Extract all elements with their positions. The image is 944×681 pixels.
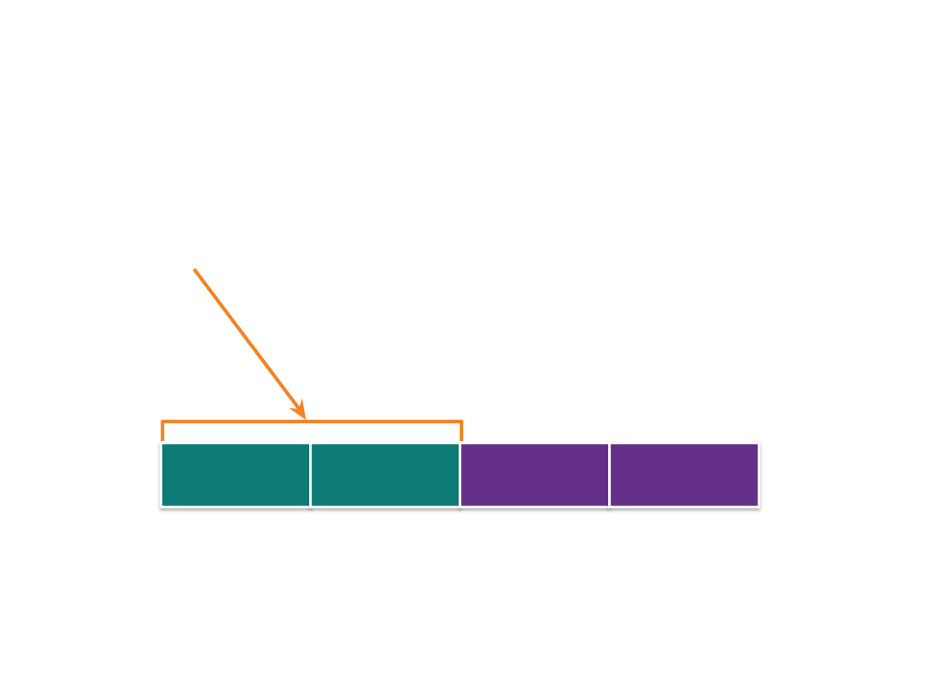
block-4	[608, 441, 761, 509]
arrow-head-icon	[289, 398, 306, 420]
block-2	[309, 441, 462, 509]
bracket	[160, 419, 464, 441]
block-3	[458, 441, 611, 509]
block-1	[159, 441, 312, 509]
block-row	[159, 441, 761, 509]
arrow-line	[192, 267, 305, 416]
